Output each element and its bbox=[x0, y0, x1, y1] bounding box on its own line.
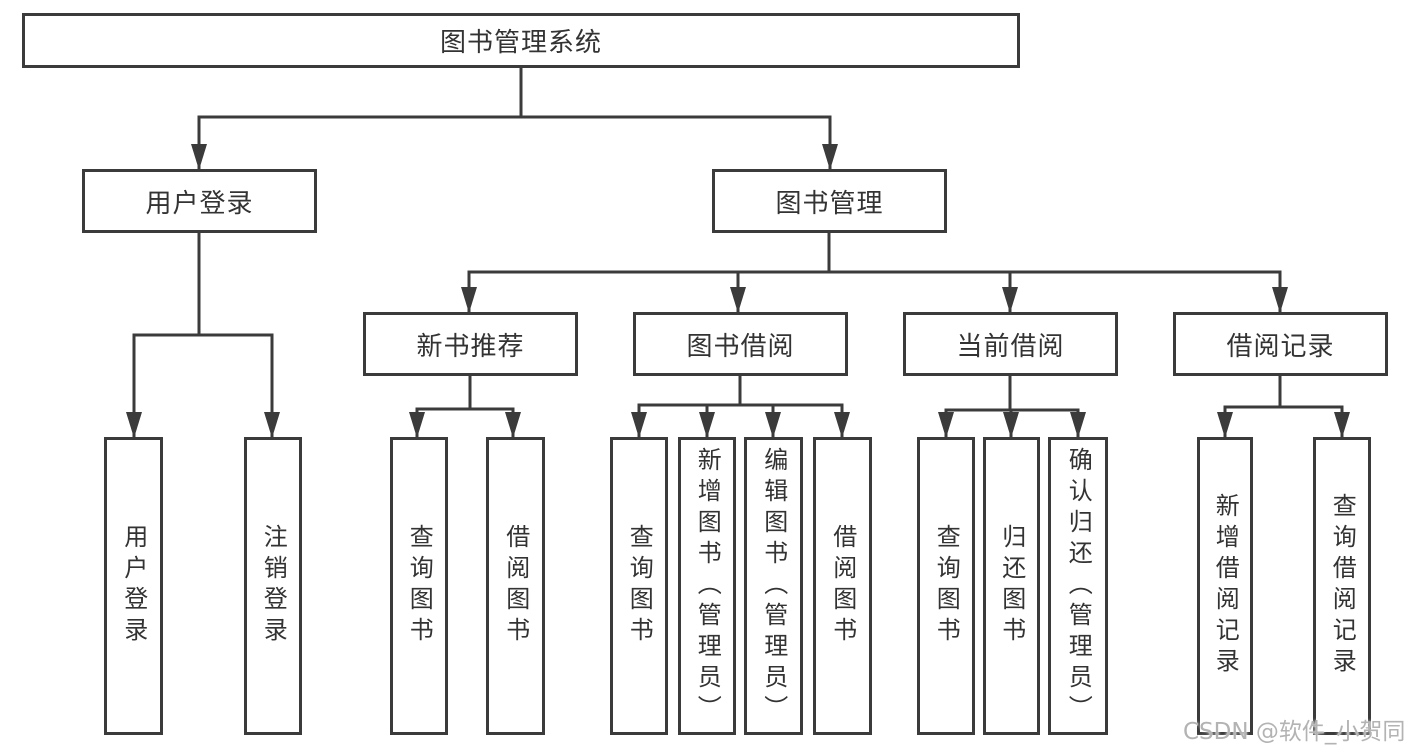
leaf-query-borrow-record: 查询借阅记录 bbox=[1313, 437, 1371, 735]
node-borrowing-records-label: 借阅记录 bbox=[1226, 331, 1335, 362]
leaf-add-book-admin: 新增图书（管理员） bbox=[678, 437, 736, 735]
leaf-borrow-books-2-label: 借阅图书 bbox=[828, 524, 857, 648]
node-root: 图书管理系统 bbox=[22, 13, 1020, 68]
leaf-query-books-1: 查询图书 bbox=[390, 437, 448, 735]
leaf-add-book-admin-label: 新增图书（管理员） bbox=[693, 446, 722, 726]
node-new-book-recommendation: 新书推荐 bbox=[363, 312, 578, 376]
node-user-login-label: 用户登录 bbox=[145, 188, 254, 219]
node-root-label: 图书管理系统 bbox=[439, 28, 602, 58]
leaf-borrow-books-1: 借阅图书 bbox=[486, 437, 545, 735]
leaf-logout-label: 注销登录 bbox=[259, 524, 288, 648]
node-new-book-recommendation-label: 新书推荐 bbox=[416, 331, 525, 362]
leaf-query-books-1-label: 查询图书 bbox=[405, 524, 434, 648]
leaf-query-books-3: 查询图书 bbox=[917, 437, 975, 735]
leaf-user-login: 用户登录 bbox=[104, 437, 163, 735]
leaf-borrow-books-1-label: 借阅图书 bbox=[501, 524, 530, 648]
csdn-watermark: CSDN @软件_小贺同学 bbox=[1183, 719, 1405, 745]
node-book-management-label: 图书管理 bbox=[775, 188, 884, 219]
leaf-logout: 注销登录 bbox=[244, 437, 302, 735]
node-book-borrowing: 图书借阅 bbox=[633, 312, 848, 376]
node-user-login: 用户登录 bbox=[82, 169, 317, 233]
leaf-confirm-return-admin: 确认归还（管理员） bbox=[1048, 437, 1108, 735]
node-book-management: 图书管理 bbox=[712, 169, 947, 233]
node-current-borrowing: 当前借阅 bbox=[903, 312, 1118, 376]
leaf-query-books-3-label: 查询图书 bbox=[932, 524, 961, 648]
leaf-query-books-2: 查询图书 bbox=[610, 437, 668, 735]
leaf-query-books-2-label: 查询图书 bbox=[625, 524, 654, 648]
leaf-return-book: 归还图书 bbox=[983, 437, 1040, 735]
node-book-borrowing-label: 图书借阅 bbox=[686, 331, 795, 362]
leaf-edit-book-admin-label: 编辑图书（管理员） bbox=[759, 446, 788, 726]
leaf-add-borrow-record-label: 新增借阅记录 bbox=[1211, 493, 1240, 679]
leaf-borrow-books-2: 借阅图书 bbox=[813, 437, 872, 735]
leaf-return-book-label: 归还图书 bbox=[997, 524, 1026, 648]
leaf-add-borrow-record: 新增借阅记录 bbox=[1197, 437, 1253, 735]
node-borrowing-records: 借阅记录 bbox=[1173, 312, 1388, 376]
leaf-confirm-return-admin-label: 确认归还（管理员） bbox=[1064, 446, 1093, 726]
leaf-user-login-label: 用户登录 bbox=[119, 524, 148, 648]
leaf-edit-book-admin: 编辑图书（管理员） bbox=[744, 437, 803, 735]
node-current-borrowing-label: 当前借阅 bbox=[956, 331, 1065, 362]
leaf-query-borrow-record-label: 查询借阅记录 bbox=[1328, 493, 1357, 679]
